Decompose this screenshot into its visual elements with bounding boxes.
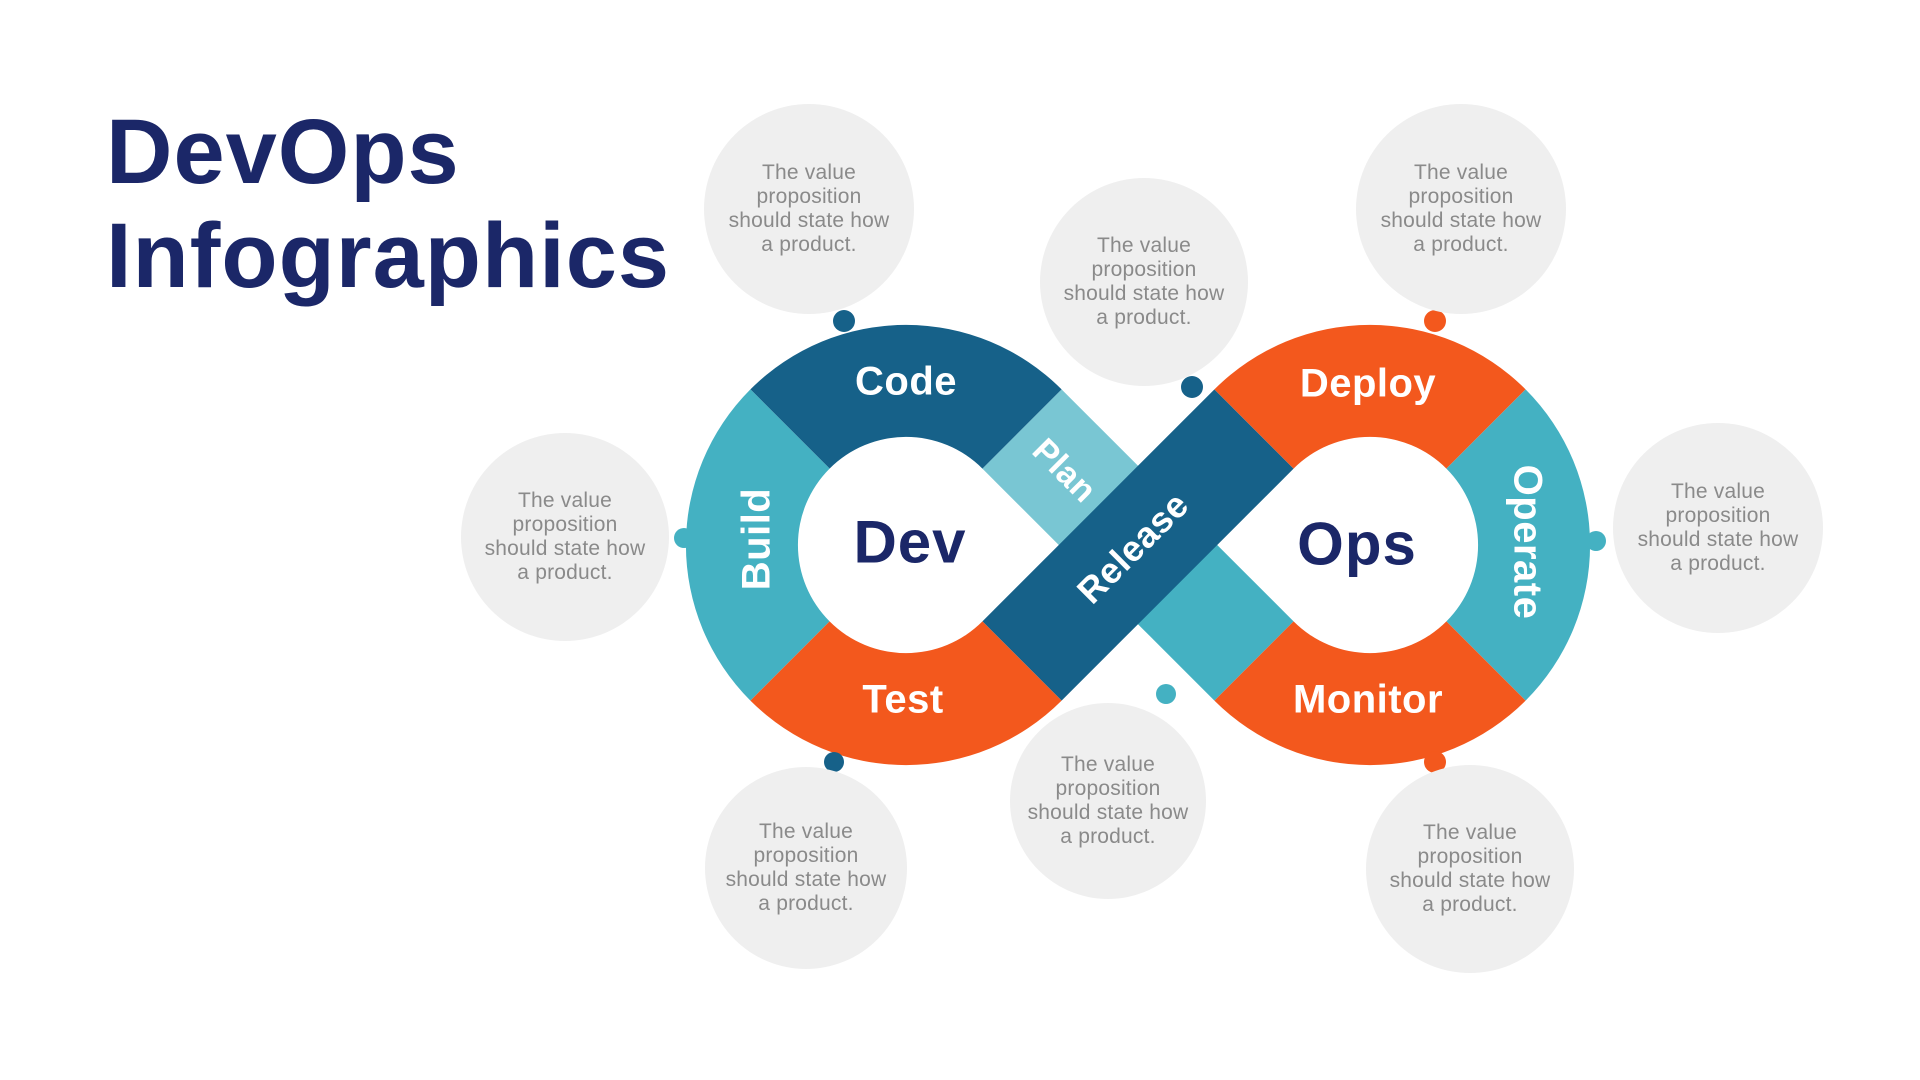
bubble-line: should state how <box>725 868 887 891</box>
bubble-line: a product. <box>761 233 857 256</box>
bubble-line: The value <box>1060 753 1156 776</box>
bubble-line: proposition <box>1417 845 1523 868</box>
bubble-top-right: The value proposition should state how a… <box>1356 104 1566 314</box>
bubble-line: should state how <box>1380 209 1542 232</box>
bubble-line: proposition <box>1408 185 1514 208</box>
bubble-line: a product. <box>517 561 613 584</box>
release-band <box>982 389 1294 701</box>
connector-dot-left <box>674 528 694 548</box>
bubble-line: proposition <box>1055 777 1161 800</box>
bubble-line: proposition <box>753 844 859 867</box>
segment-test <box>750 621 1062 766</box>
segment-monitor-label: Monitor <box>1292 677 1444 722</box>
bubble-bottom-left-text: The value proposition should state how a… <box>726 820 887 916</box>
bubble-line: proposition <box>1091 258 1197 281</box>
segment-operate-label: Operate <box>1505 464 1550 620</box>
bubble-line: should state how <box>1637 528 1799 551</box>
bubble-bottom-center: The value proposition should state how a… <box>1010 703 1206 899</box>
page-title: DevOps Infographics <box>106 100 670 308</box>
bubble-line: should state how <box>1027 801 1189 824</box>
bubble-bottom-right-text: The value proposition should state how a… <box>1390 821 1551 917</box>
segment-build-label: Build <box>734 487 779 591</box>
segment-operate <box>1446 389 1591 701</box>
bubble-line: The value <box>1096 234 1192 257</box>
bubble-left-text: The value proposition should state how a… <box>485 489 646 585</box>
bubble-line: a product. <box>758 892 854 915</box>
bubble-top-center: The value proposition should state how a… <box>1040 178 1248 386</box>
connector-dot-top-left <box>833 310 855 332</box>
bubble-left: The value proposition should state how a… <box>461 433 669 641</box>
connector-dot-bottom-center <box>1156 684 1176 704</box>
bubble-line: The value <box>1422 821 1518 844</box>
bubble-line: a product. <box>1413 233 1509 256</box>
bubble-line: The value <box>761 161 857 184</box>
bubble-line: a product. <box>1096 306 1192 329</box>
connector-dot-top-right <box>1424 310 1446 332</box>
segment-code <box>750 324 1062 469</box>
bubble-line: should state how <box>1389 869 1551 892</box>
bubble-line: should state how <box>484 537 646 560</box>
segment-build <box>685 389 830 701</box>
bubble-line: The value <box>1413 161 1509 184</box>
bubble-right-text: The value proposition should state how a… <box>1638 480 1799 576</box>
connector-dot-bottom-left <box>824 752 844 772</box>
bubble-line: The value <box>758 820 854 843</box>
connector-dot-top-center <box>1181 376 1203 398</box>
bubble-top-right-text: The value proposition should state how a… <box>1381 161 1542 257</box>
segment-deploy-label: Deploy <box>1299 361 1437 406</box>
ops-core-label: Ops <box>1297 510 1417 578</box>
bubble-line: should state how <box>1063 282 1225 305</box>
bubble-line: should state how <box>728 209 890 232</box>
bubble-line: proposition <box>756 185 862 208</box>
bubble-top-center-text: The value proposition should state how a… <box>1064 234 1225 330</box>
segment-monitor <box>1214 621 1526 766</box>
bubble-line: proposition <box>512 513 618 536</box>
bubble-line: a product. <box>1670 552 1766 575</box>
bubble-top-left-text: The value proposition should state how a… <box>729 161 890 257</box>
bubble-top-left: The value proposition should state how a… <box>704 104 914 314</box>
dev-core-label: Dev <box>853 508 967 576</box>
connector-dot-bottom-right <box>1424 751 1446 773</box>
bubble-bottom-center-text: The value proposition should state how a… <box>1028 753 1189 849</box>
segment-test-label: Test <box>862 677 944 722</box>
bubble-line: The value <box>1670 480 1766 503</box>
connector-dot-right <box>1586 531 1606 551</box>
bubble-right: The value proposition should state how a… <box>1613 423 1823 633</box>
segment-deploy <box>1214 324 1526 469</box>
bubble-bottom-right: The value proposition should state how a… <box>1366 765 1574 973</box>
bubble-bottom-left: The value proposition should state how a… <box>705 767 907 969</box>
segment-code-label: Code <box>855 359 957 404</box>
bubble-line: a product. <box>1060 825 1156 848</box>
page-title-line2: Infographics <box>106 205 671 307</box>
bubble-line: a product. <box>1422 893 1518 916</box>
bubble-line: The value <box>517 489 613 512</box>
page-title-line1: DevOps <box>106 101 460 203</box>
bubble-line: proposition <box>1665 504 1771 527</box>
